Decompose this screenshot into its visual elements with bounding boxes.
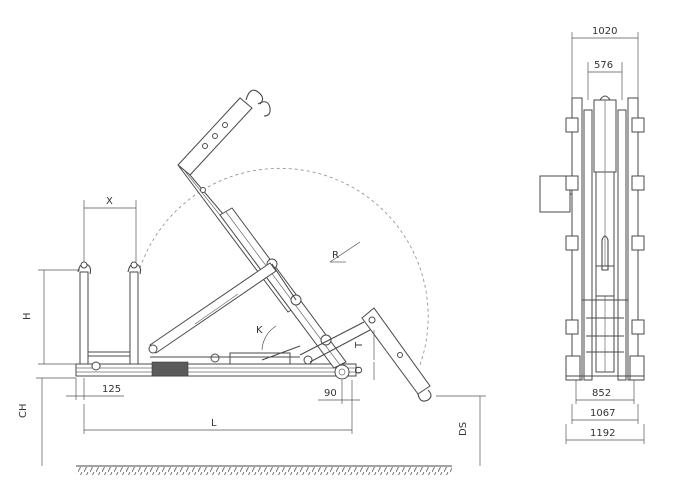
dimension-ch: CH [18,377,76,466]
dimension-h-label: H [22,312,33,320]
dimension-o: O [354,362,375,380]
dimension-r: R [329,241,361,263]
dimension-90-label: 90 [324,388,337,399]
dimension-k: K [256,325,277,351]
dimension-ds-label: DS [458,422,469,436]
hydraulic-cylinder [148,262,277,354]
dimension-k-label: K [256,325,263,336]
dimension-l-label: L [211,418,217,429]
dimension-r-label: R [332,250,339,261]
dimension-t-label: T [354,341,365,349]
rear-view-side-box [539,175,571,213]
dimension-852-label: 852 [592,388,611,399]
dimension-ch-label: CH [18,403,29,418]
rear-view: 1020 576 852 1067 1192 [539,26,645,444]
dimension-576-label: 576 [594,60,613,71]
dimension-x: X [83,196,137,262]
rear-view-frame [565,95,645,381]
container-front-frame [77,261,142,365]
dimension-1192: 1192 [565,424,645,444]
dimension-t: T [354,330,375,360]
dimension-ds: DS [436,395,486,466]
dimension-125: 125 [66,378,124,400]
dimension-125-label: 125 [102,384,121,395]
dimension-1020-label: 1020 [592,26,617,37]
dimension-h: H [22,269,80,365]
side-view: X H R K T O [18,89,486,475]
dimension-x-label: X [106,196,113,207]
dimension-90: 90 [318,380,360,404]
dimension-1067: 1067 [571,404,639,424]
dimension-1020: 1020 [571,26,639,100]
dimension-1192-label: 1192 [590,428,615,439]
dimension-l: L [83,404,353,434]
dimension-1067-label: 1067 [590,408,615,419]
dimension-576: 576 [587,60,623,100]
subframe [75,352,357,380]
rear-jib [261,307,432,402]
dimension-o-label: O [354,366,365,374]
ground-line [76,465,452,475]
dimension-852: 852 [575,380,635,404]
